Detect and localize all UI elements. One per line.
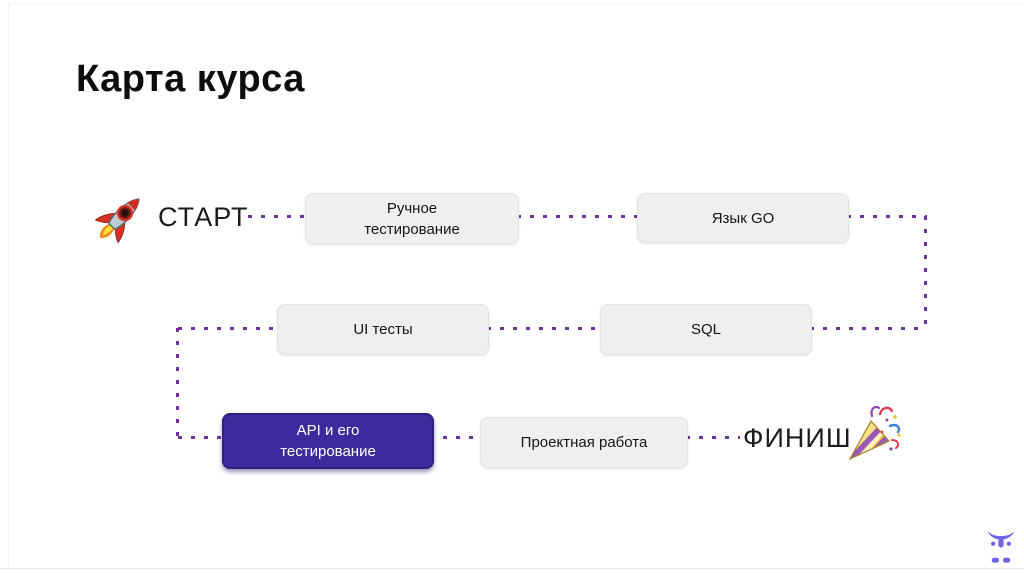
- connector-down-to-sql: [810, 327, 927, 330]
- connector-go-right: [847, 215, 927, 218]
- node-label: UI тесты: [353, 321, 413, 338]
- rocket-emoji: [94, 198, 140, 244]
- start-label: СТАРТ: [158, 202, 249, 232]
- bull-logo: [987, 531, 1015, 563]
- slide-edge-top: [8, 3, 1024, 4]
- node-label: Ручное тестирование: [364, 199, 460, 238]
- page-title: Карта курса: [76, 58, 305, 100]
- node-ui-tests: UI тесты: [277, 304, 489, 355]
- slide-edge-left: [8, 4, 9, 566]
- connector-ui-left: [178, 327, 277, 330]
- connector-project-to-finish: [686, 436, 740, 439]
- connector-left-down: [176, 328, 179, 438]
- node-go-language: Язык GO: [637, 193, 849, 243]
- slide-edge-bottom: [0, 568, 1024, 569]
- connector-api-to-project: [430, 436, 480, 439]
- node-sql: SQL: [600, 304, 812, 355]
- node-label: SQL: [690, 321, 721, 338]
- connector-down-to-api: [178, 436, 222, 439]
- connector-right-down: [924, 216, 927, 329]
- connector-sql-to-ui: [487, 327, 600, 330]
- node-manual-testing: Ручное тестирование: [305, 193, 519, 244]
- party-popper-emoji: [848, 405, 901, 461]
- node-label: API и его тестирование: [280, 422, 376, 460]
- node-project-work: Проектная работа: [480, 417, 688, 468]
- connector-start-to-manual: [248, 215, 305, 218]
- connector-manual-to-go: [517, 215, 637, 218]
- node-label: Проектная работа: [520, 434, 648, 451]
- node-label: Язык GO: [711, 209, 775, 227]
- finish-label: ФИНИШ: [743, 423, 852, 453]
- node-api-testing-highlighted: API и его тестирование: [222, 413, 434, 469]
